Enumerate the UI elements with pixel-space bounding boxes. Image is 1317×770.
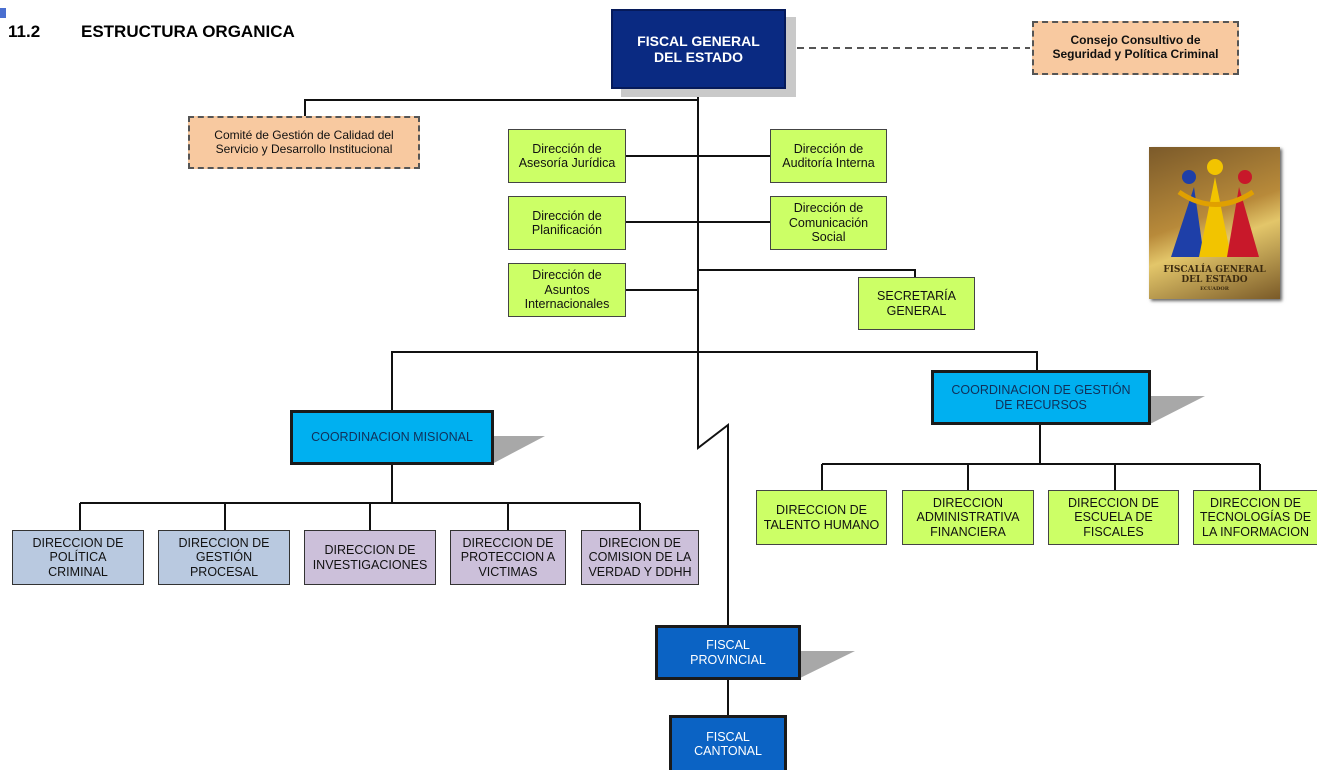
secretaria-line1: SECRETARÍA [877,289,956,304]
gestion-procesal-box: DIRECCION DE GESTIÓN PROCESAL [158,530,290,585]
administrativa-line3: FINANCIERA [930,524,1006,539]
comunicacion-line1: Dirección de [793,201,864,216]
logo-line3: ECUADOR [1200,286,1229,292]
politica-line1: DIRECCION DE [32,535,124,550]
cantonal-line1: FISCAL [706,729,750,744]
administrativa-financiera-box: DIRECCION ADMINISTRATIVA FINANCIERA [902,490,1034,545]
tecnologias-line2: TECNOLOGÍAS DE [1199,510,1312,525]
comision-line2: COMISION DE LA [588,550,692,565]
politica-line2: POLÍTICA [49,550,107,565]
asuntos-line3: Internacionales [524,297,610,312]
comunicacion-line3: Social [811,230,846,245]
investigaciones-box: DIRECCION DE INVESTIGACIONES [304,530,436,585]
fiscal-provincial-box: FISCAL PROVINCIAL [655,625,801,680]
coordinacion-misional-box: COORDINACION MISIONAL [290,410,494,465]
comision-line1: DIRECION DE [599,535,681,550]
comite-line1: Comité de Gestión de Calidad del [214,127,394,142]
escuela-fiscales-box: DIRECCION DE ESCUELA DE FISCALES [1048,490,1179,545]
secretaria-line2: GENERAL [886,303,947,318]
escuela-line1: DIRECCION DE [1068,495,1159,510]
asesoria-line1: Dirección de [532,141,602,156]
fiscalia-logo: FISCALÍA GENERAL DEL ESTADO ECUADOR [1149,147,1280,299]
comision-line3: VERDAD Y DDHH [588,564,692,579]
secretaria-general-box: SECRETARÍA GENERAL [858,277,975,330]
fiscal-general-line1: FISCAL GENERAL [637,32,760,49]
talento-line2: TALENTO HUMANO [763,517,880,532]
comite-gestion-box: Comité de Gestión de Calidad del Servici… [188,116,420,169]
coordinacion-misional-label: COORDINACION MISIONAL [311,430,473,445]
provincial-line2: PROVINCIAL [690,652,766,667]
section-title: ESTRUCTURA ORGANICA [81,22,295,41]
proteccion-line3: VICTIMAS [478,564,538,579]
planificacion-line2: Planificación [531,223,603,237]
administrativa-line1: DIRECCION [932,495,1004,510]
logo-figures-icon [1171,159,1259,257]
tecnologias-line1: DIRECCION DE [1210,495,1301,510]
comunicacion-line2: Comunicación [788,215,869,230]
comunicacion-social-box: Dirección de Comunicación Social [770,196,887,250]
provincial-line1: FISCAL [706,638,750,653]
cantonal-line2: CANTONAL [694,744,762,758]
auditoria-line1: Dirección de [793,141,864,156]
comite-line2: Servicio y Desarrollo Institucional [215,141,393,156]
proteccion-victimas-box: DIRECCION DE PROTECCION A VICTIMAS [450,530,566,585]
logo-line1: FISCALÍA GENERAL [1163,265,1266,275]
corner-marker [0,8,6,18]
comision-verdad-box: DIRECION DE COMISION DE LA VERDAD Y DDHH [581,530,699,585]
gestion-line2: GESTIÓN [195,550,253,565]
gestion-line1: DIRECCION DE [178,535,270,550]
asesoria-juridica-box: Dirección de Asesoría Jurídica [508,129,626,183]
coordinacion-recursos-line1: COORDINACION DE GESTIÓN [951,383,1131,398]
talento-humano-box: DIRECCION DE TALENTO HUMANO [756,490,887,545]
tecnologias-informacion-box: DIRECCION DE TECNOLOGÍAS DE LA INFORMACI… [1193,490,1317,545]
fiscal-cantonal-box: FISCAL CANTONAL [669,715,787,770]
auditoria-line2: Auditoría Interna [782,156,875,170]
gestion-line3: PROCESAL [189,564,259,579]
consejo-line2: Seguridad y Política Criminal [1052,47,1219,61]
tecnologias-line3: LA INFORMACION [1202,524,1309,539]
section-number: 11.2 [8,22,41,41]
fiscal-general-line2: DEL ESTADO [654,49,743,65]
administrativa-line2: ADMINISTRATIVA [916,510,1020,525]
politica-criminal-box: DIRECCION DE POLÍTICA CRIMINAL [12,530,144,585]
proteccion-line2: PROTECCION A [460,550,556,565]
asuntos-internacionales-box: Dirección de Asuntos Internacionales [508,263,626,317]
coordinacion-recursos-line2: DE RECURSOS [995,397,1087,412]
asesoria-line2: Asesoría Jurídica [518,156,616,170]
logo-line2: DEL ESTADO [1181,275,1248,285]
auditoria-interna-box: Dirección de Auditoría Interna [770,129,887,183]
investigaciones-line2: INVESTIGACIONES [312,557,428,572]
consejo-line1: Consejo Consultivo de [1070,33,1201,48]
planificacion-box: Dirección de Planificación [508,196,626,250]
consejo-consultivo-box: Consejo Consultivo de Seguridad y Políti… [1032,21,1239,75]
planificacion-line1: Dirección de [532,208,602,223]
coordinacion-recursos-box: COORDINACION DE GESTIÓN DE RECURSOS [931,370,1151,425]
fiscal-general-box: FISCAL GENERAL DEL ESTADO [611,9,786,89]
investigaciones-line1: DIRECCION DE [324,543,416,558]
politica-line3: CRIMINAL [48,564,108,579]
talento-line1: DIRECCION DE [776,503,867,518]
asuntos-line1: Dirección de [532,268,602,283]
proteccion-line1: DIRECCION DE [462,535,554,550]
asuntos-line2: Asuntos [544,282,590,297]
escuela-line2: ESCUELA DE [1074,510,1153,525]
escuela-line3: FISCALES [1083,524,1144,539]
